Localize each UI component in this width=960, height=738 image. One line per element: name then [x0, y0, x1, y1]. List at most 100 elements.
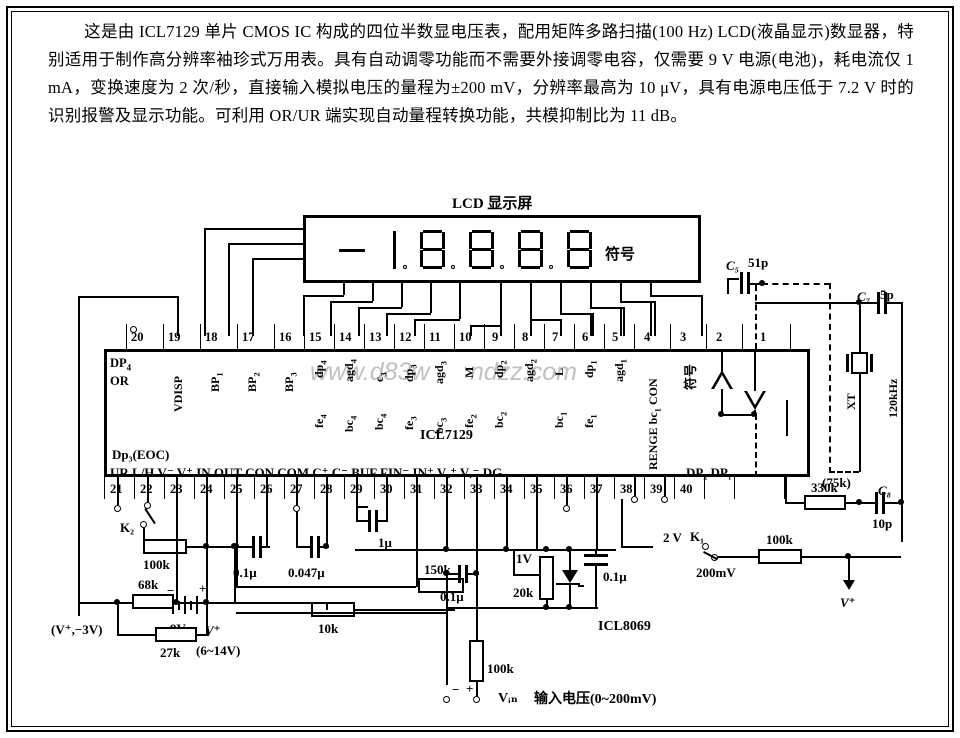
resistor-100k-bottom: [469, 640, 484, 682]
lcd-fanout-wire: [620, 307, 622, 336]
battery-plate-long: [184, 596, 187, 614]
crystal-plate: [846, 354, 849, 372]
r10k-wire: [355, 609, 455, 611]
pin38-terminal[interactable]: [631, 496, 638, 503]
vin-label: Vᵢₙ: [498, 691, 518, 706]
c7-wire: [901, 302, 903, 542]
cap-0047u-wire: [296, 546, 310, 548]
ic-pin-label-13: c3: [372, 372, 389, 382]
watermark-text: www.d83w: [310, 358, 430, 386]
vplus-bus-wire: [206, 602, 326, 604]
lcd-decimal-point-4: [549, 265, 553, 269]
lcd-decimal-point-2: [451, 265, 455, 269]
pin27-terminal[interactable]: [293, 505, 300, 512]
c8-wire: [885, 502, 902, 504]
lcd-fanout-wire: [701, 295, 703, 336]
k2-pole-a[interactable]: [144, 502, 151, 509]
c25-loop-wire: [236, 586, 416, 588]
k2-common[interactable]: [140, 521, 147, 528]
lcd-fanout-wire: [530, 319, 532, 336]
switch-k2-label: K₂: [120, 520, 135, 535]
resistor-27k: [155, 627, 197, 642]
lcd-fanout-wire: [343, 283, 345, 295]
c8-ref-label: C₈: [878, 483, 892, 498]
lcd-wire: [228, 243, 304, 245]
junction-node: [323, 543, 329, 549]
ic-pin-number-4: 4: [644, 330, 651, 344]
lcd-decimal-point-1: [403, 265, 407, 269]
battery-range-label: (6~14V): [196, 643, 241, 658]
zener-wire: [569, 549, 571, 571]
c5-plate: [740, 272, 743, 294]
lcd-seven-segment-digit: [518, 230, 543, 270]
ic-pin-number-18: 18: [205, 330, 218, 344]
vin-minus-terminal[interactable]: [443, 696, 450, 703]
c8-plate: [882, 492, 885, 514]
cap-1u-wire: [356, 506, 358, 521]
ic-body-icl7129: [104, 349, 810, 477]
ic-pin-number-11: 11: [429, 330, 441, 344]
outer-border: [6, 6, 954, 732]
r27k-label: 27k: [160, 645, 181, 660]
crystal-plate: [870, 354, 873, 372]
r100k-right-label: 100k: [766, 532, 793, 547]
vplus-arrow: [843, 580, 855, 590]
c7-wire: [887, 302, 903, 304]
lcd-fanout-wire: [303, 295, 305, 336]
c7-plate: [884, 292, 887, 314]
ic-pin-label-4: RENGE bc1 CON: [646, 378, 663, 470]
pin35-wire: [536, 477, 538, 549]
pin21-terminal[interactable]: [114, 505, 121, 512]
ic-pin-number-7: 7: [552, 330, 559, 344]
ic-pin-number-3: 3: [680, 330, 687, 344]
ic-pin-number-13: 13: [369, 330, 382, 344]
k1-pole-2v[interactable]: [702, 543, 709, 550]
lcd-fanout-wire: [330, 301, 332, 336]
cap-01u-wire: [236, 546, 252, 548]
r10k-wire: [326, 602, 328, 610]
lcd-seven-segment-digit: [420, 230, 445, 270]
pin26-wire: [266, 477, 268, 546]
lcd-wire: [252, 258, 304, 260]
k1-wire: [718, 556, 758, 558]
c5-ref-label: C₅: [726, 258, 740, 273]
junction-node: [718, 411, 724, 417]
pin20-terminal[interactable]: [130, 326, 137, 333]
lcd-fanout-wire: [414, 319, 460, 321]
pin39-terminal[interactable]: [661, 496, 668, 503]
lcd-fanout-wire: [303, 295, 344, 297]
pin34-wire: [506, 477, 508, 549]
pin21-wire: [117, 477, 119, 505]
ic-pin-number-38: 38: [620, 482, 633, 496]
lcd-fanout-wire: [386, 313, 388, 336]
ic-pin-number-9: 9: [492, 330, 499, 344]
lcd-digit-one: [393, 231, 396, 269]
vminus-wire: [234, 546, 236, 602]
ic-pin-number-19: 19: [168, 330, 181, 344]
cap-1u-wire: [356, 520, 368, 522]
lower-bus-wire: [236, 612, 446, 614]
lcd-fanout-wire: [530, 283, 532, 319]
lcd-decimal-point-3: [500, 265, 504, 269]
ic-notch: [786, 400, 788, 436]
ic-pin-number-5: 5: [612, 330, 619, 344]
zener-bar: [560, 583, 580, 585]
cap-01u-a-label: 0.1μ: [233, 565, 257, 580]
lcd-fanout-wire: [623, 307, 625, 336]
resistor-20k: [539, 556, 554, 600]
r27k-wire: [117, 634, 157, 636]
lcd-wire: [78, 296, 178, 298]
lcd-fanout-wire: [654, 301, 656, 336]
ic-pin-label-15b: fe4: [312, 414, 329, 428]
lcd-fanout-wire: [560, 319, 562, 336]
junction-node: [751, 411, 757, 417]
cap-plate: [252, 536, 255, 558]
cap-plate: [375, 510, 378, 532]
pin36-terminal[interactable]: [563, 505, 570, 512]
cap-plate: [584, 563, 608, 566]
pin37-wire: [596, 477, 598, 549]
lcd-fanout-wire: [620, 301, 654, 303]
lcd-fanout-wire: [430, 283, 432, 313]
vin-plus-terminal[interactable]: [473, 696, 480, 703]
c8-plate: [875, 492, 878, 514]
